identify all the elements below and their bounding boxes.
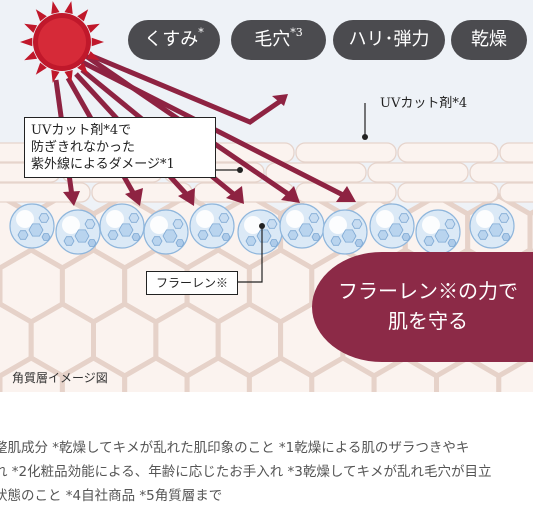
uv-cut-label: UVカット剤*4	[380, 96, 468, 111]
fullerene-ball-icon	[322, 209, 368, 255]
fullerene-ball-icon	[99, 203, 145, 249]
corneocyte-cell	[0, 355, 65, 392]
banner-line: 肌を守る	[388, 309, 468, 333]
concern-pill-dullness: くすみ*	[128, 20, 220, 60]
concern-pill-firmness: ハリ･弾力	[333, 20, 445, 60]
fullerene-ball-icon	[279, 203, 325, 249]
fullerene-ball-icon	[143, 209, 189, 255]
diagram-caption: 角質層イメージ図	[12, 371, 108, 385]
uv-ray-arrowheads	[63, 94, 356, 206]
corneocyte-cell	[246, 355, 315, 392]
footnote-line: れ *2化粧品効能による、年齢に応じたお手入れ *3乾燥してキメが乱れ毛穴が目立	[0, 464, 492, 480]
fullerene-ball-icon	[369, 203, 415, 249]
fullerene-ball-icon	[415, 209, 461, 255]
uv-ray-reflected	[91, 53, 284, 125]
footnotes: 整肌成分 *乾燥してキメが乱れた肌印象のこと *1乾燥による肌のザラつきやキ れ…	[0, 436, 533, 508]
keratin-layer-diagram: くすみ* 毛穴*3 ハリ･弾力 乾燥 UVカット剤*4 UVカット剤*4で 防ぎ…	[0, 0, 533, 392]
corneocyte-cell	[59, 355, 128, 392]
fullerene-ball-icon	[189, 203, 235, 249]
fullerene-ball-icon	[469, 203, 515, 249]
diagram-canvas	[0, 1, 533, 392]
footnote-line: 整肌成分 *乾燥してキメが乱れた肌印象のこと *1乾燥による肌のザラつきやキ	[0, 440, 470, 456]
corneocyte-cell	[122, 355, 190, 392]
corneocyte-cell	[184, 355, 252, 392]
footnote-line: 状態のこと *4自社商品 *5角質層まで	[0, 488, 223, 504]
fullerene-message-banner: フラーレン※の力で 肌を守る	[312, 252, 533, 362]
banner-line: フラーレン※の力で	[338, 279, 518, 303]
fullerene-ball-icon	[9, 203, 55, 249]
uv-damage-callout: UVカット剤*4で 防ぎきれなかった 紫外線によるダメージ*1	[24, 117, 216, 178]
concern-pill-pores: 毛穴*3	[231, 20, 326, 60]
fullerene-ball-icon	[237, 209, 283, 255]
sun-icon	[20, 1, 104, 83]
corneocyte-cell	[309, 355, 377, 392]
leader-dots	[237, 134, 368, 229]
fullerene-ball-icon	[55, 209, 101, 255]
fullerene-row	[9, 203, 515, 255]
callout-line: UVカット剤*4で	[31, 123, 132, 138]
fullerene-label: フラーレン※	[146, 271, 238, 295]
concern-pill-dryness: 乾燥	[451, 20, 527, 60]
callout-line: 防ぎきれなかった	[31, 140, 136, 155]
callout-line: 紫外線によるダメージ*1	[31, 157, 175, 172]
